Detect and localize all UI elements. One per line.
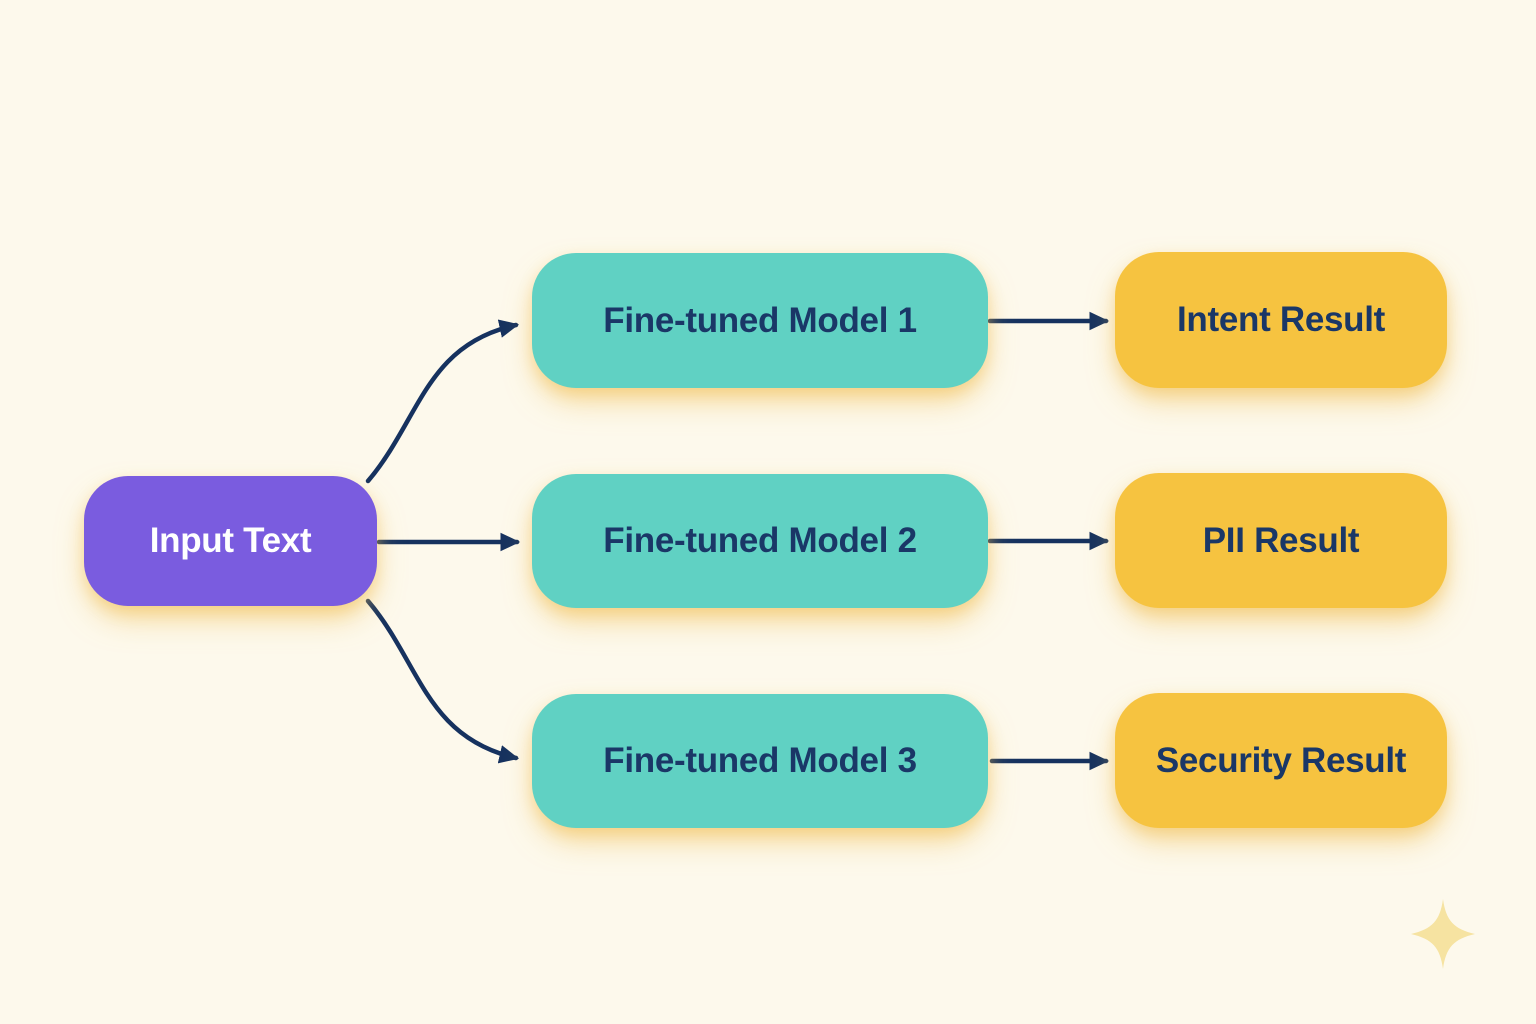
node-security-result-label: Security Result xyxy=(1155,740,1407,780)
edge-input-to-model1 xyxy=(365,319,520,484)
node-pii-result: PII Result xyxy=(1115,473,1447,608)
node-fine-tuned-model-1: Fine-tuned Model 1 xyxy=(532,253,988,388)
node-fine-tuned-model-2-label: Fine-tuned Model 2 xyxy=(603,521,917,560)
node-pii-result-label: PII Result xyxy=(1202,520,1360,560)
sparkle-icon xyxy=(1411,899,1475,969)
sparkle-shape xyxy=(1411,899,1475,969)
node-input-text-label: Input Text xyxy=(149,521,312,560)
node-fine-tuned-model-2: Fine-tuned Model 2 xyxy=(532,474,988,608)
node-intent-result: Intent Result xyxy=(1115,252,1447,388)
edge-input-to-model3 xyxy=(365,598,520,764)
node-fine-tuned-model-3-label: Fine-tuned Model 3 xyxy=(603,741,917,780)
node-input-text: Input Text xyxy=(84,476,377,606)
node-fine-tuned-model-1-label: Fine-tuned Model 1 xyxy=(603,300,917,340)
node-intent-result-label: Intent Result xyxy=(1176,300,1386,339)
node-fine-tuned-model-3: Fine-tuned Model 3 xyxy=(532,694,988,828)
node-security-result: Security Result xyxy=(1115,693,1447,828)
